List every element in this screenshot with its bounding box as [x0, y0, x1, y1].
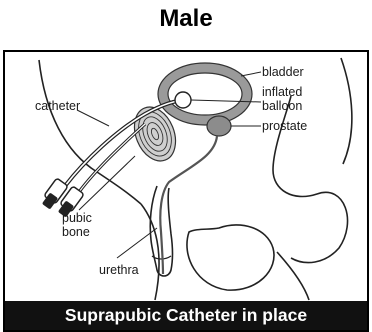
- label-prostate: prostate: [262, 119, 307, 133]
- label-balloon: balloon: [262, 99, 302, 113]
- label-inflated: inflated: [262, 85, 302, 99]
- diagram-title: Male: [0, 4, 372, 34]
- label-urethra: urethra: [99, 263, 139, 277]
- anatomy-illustration: catheter bladder inflated balloon prosta…: [5, 52, 367, 301]
- bladder-icon: [163, 68, 247, 120]
- bladder-leader: [241, 72, 261, 76]
- back-outline: [341, 58, 352, 164]
- caption-banner: Suprapubic Catheter in place: [5, 301, 367, 330]
- label-pubic: pubic: [62, 211, 92, 225]
- label-bone: bone: [62, 225, 90, 239]
- label-bladder: bladder: [262, 65, 304, 79]
- label-catheter: catheter: [35, 99, 80, 113]
- prostate-icon: [207, 116, 231, 136]
- scrotum-outline: [187, 225, 274, 290]
- inflated-balloon-icon: [175, 92, 191, 108]
- catheter-leader: [77, 110, 109, 126]
- illustration-frame: catheter bladder inflated balloon prosta…: [3, 50, 369, 332]
